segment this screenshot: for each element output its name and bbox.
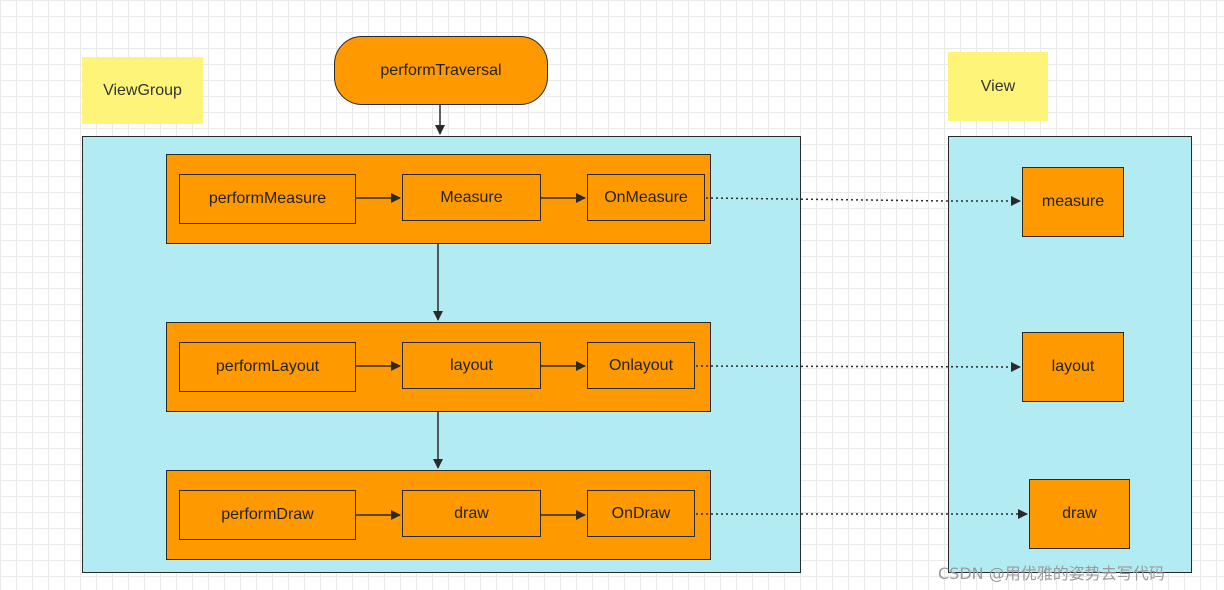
- edge-on-layout-to-view-layout: [695, 361, 1021, 372]
- on-draw-node: OnDraw: [587, 490, 695, 537]
- viewgroup-label: ViewGroup: [82, 57, 203, 124]
- view-measure-node: measure: [1022, 167, 1124, 237]
- measure-node: Measure: [402, 174, 541, 221]
- perform-measure-node: performMeasure: [179, 174, 356, 224]
- watermark: CSDN @用优雅的姿势去写代码: [938, 564, 1165, 583]
- view-draw-node: draw: [1029, 479, 1130, 549]
- perform-layout-node: performLayout: [179, 342, 356, 392]
- view-label: View: [948, 52, 1048, 121]
- draw-node: draw: [402, 490, 541, 537]
- perform-draw-node: performDraw: [179, 490, 356, 540]
- on-measure-node: OnMeasure: [587, 174, 705, 221]
- layout-node: layout: [402, 342, 541, 389]
- on-layout-node: Onlayout: [587, 342, 695, 389]
- perform-traversal-node: performTraversal: [334, 36, 548, 105]
- edge-on-measure-to-view-measure: [705, 196, 1021, 206]
- view-layout-node: layout: [1022, 332, 1124, 402]
